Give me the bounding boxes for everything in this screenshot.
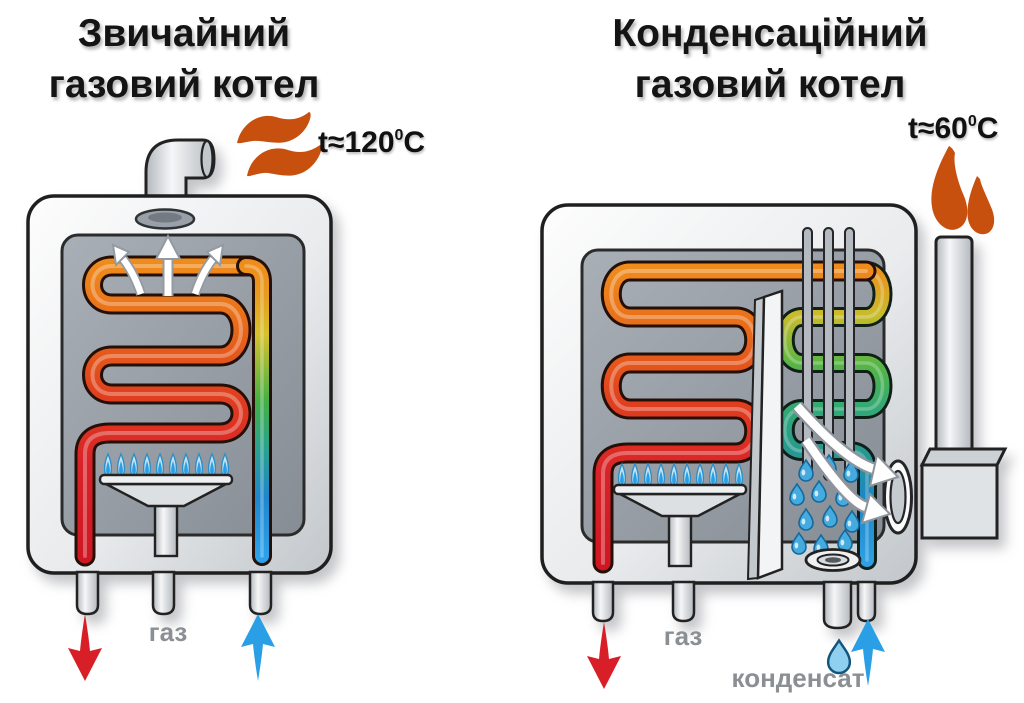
right-boiler	[540, 203, 1008, 630]
gas-inlet-stub	[671, 580, 696, 623]
condensate-drain-stub	[822, 580, 853, 630]
left-boiler-title: Звичайний газовий котел	[0, 8, 368, 110]
return-pipe-gradient	[236, 256, 272, 566]
hot-water-outlet-stub	[591, 580, 615, 623]
left-gas-label: газ	[148, 617, 188, 647]
hot-gas-up-arrows-icon	[111, 233, 225, 296]
bottom-pipe-stubs	[75, 570, 273, 616]
cold-water-pipes	[802, 227, 855, 481]
flue-gas-arrows-icon	[792, 401, 900, 525]
left-title-line2: газовий котел	[48, 63, 320, 106]
gas-burner	[98, 453, 234, 558]
flue-box-top	[919, 447, 1008, 467]
heat-exchanger-coil	[592, 260, 877, 574]
left-temp-unit: C	[403, 126, 426, 159]
hot-water-arrow-down-icon	[68, 614, 102, 681]
hot-water-outlet-stub	[75, 570, 100, 616]
divider-wall	[746, 289, 784, 581]
right-temp-sup: 0	[967, 113, 977, 130]
gas-burner	[612, 463, 748, 568]
left-temp-sup: 0	[394, 127, 404, 144]
right-title-line1: Конденсаційний	[612, 12, 928, 55]
right-boiler-title: Конденсаційний газовий котел	[572, 8, 968, 110]
cold-water-inlet-stub	[856, 580, 877, 623]
hot-water-arrow-down-icon	[587, 622, 621, 689]
chimney-mouth	[200, 139, 214, 179]
right-temp-unit: C	[976, 112, 999, 145]
heat-exchanger-coil	[74, 255, 261, 567]
exhaust-vent	[134, 208, 196, 230]
condensate-drop-icon	[826, 638, 852, 675]
condensate-label: конденсат	[731, 663, 865, 693]
right-temp-value: t≈60	[908, 112, 968, 145]
left-temp-value: t≈120	[318, 126, 395, 159]
flue-pipe	[919, 235, 1008, 540]
cold-water-arrow-up-icon	[851, 619, 885, 686]
cold-water-arrow-up-icon	[241, 614, 275, 681]
flue-box	[920, 463, 999, 540]
exhaust-smoke-icon	[237, 112, 322, 177]
left-boiler	[26, 138, 333, 616]
gas-inlet-stub	[151, 570, 176, 616]
right-gas-label: газ	[663, 621, 703, 651]
left-exhaust-temp-label: t≈1200C	[318, 126, 425, 160]
bottom-pipe-stubs	[591, 580, 877, 630]
right-exhaust-temp-label: t≈600C	[908, 112, 998, 146]
chimney-pipe	[144, 138, 216, 204]
cold-water-inlet-stub	[248, 570, 273, 616]
exhaust-flame-icon	[931, 146, 995, 235]
condensate-drain	[804, 548, 862, 572]
left-title-line1: Звичайний	[77, 12, 291, 55]
right-title-line2: газовий котел	[634, 63, 906, 106]
